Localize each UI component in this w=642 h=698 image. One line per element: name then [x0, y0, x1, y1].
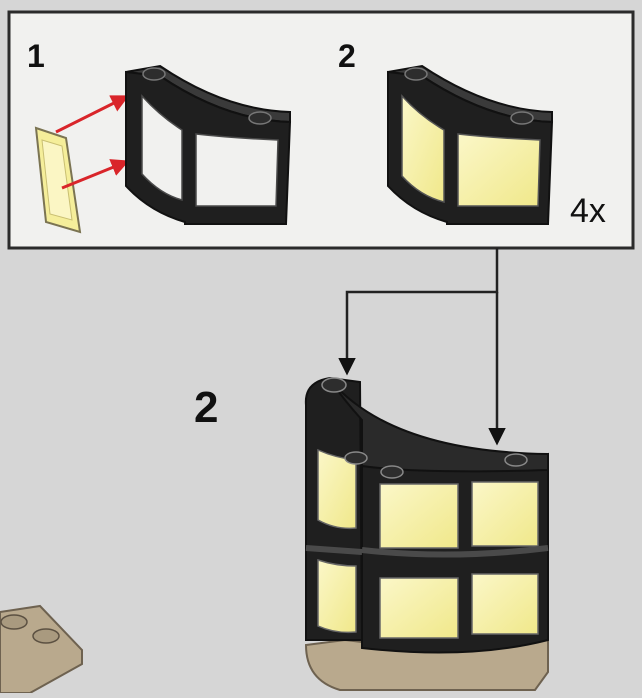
tan-plate-fragment — [0, 606, 82, 693]
assembled-window-tower — [306, 378, 548, 690]
multiplier-label: 4x — [570, 194, 606, 228]
substep-2-label: 2 — [338, 40, 356, 72]
substep-1-label: 1 — [27, 40, 45, 72]
main-step-label: 2 — [194, 386, 218, 430]
